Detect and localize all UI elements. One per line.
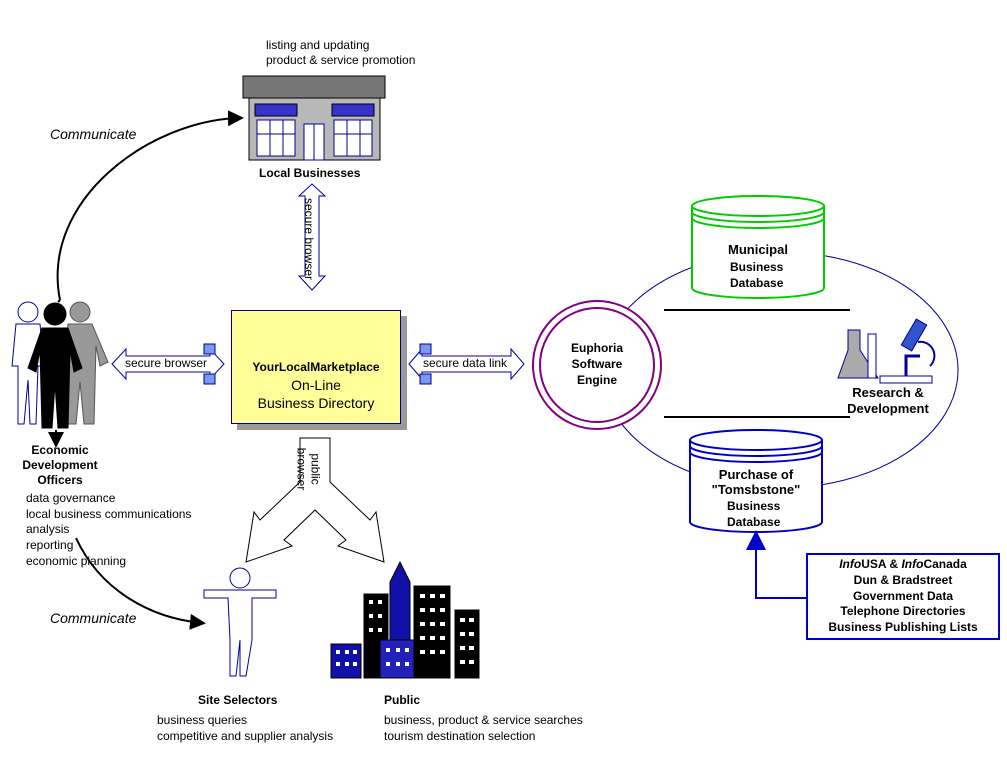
tombstone-database-icon	[689, 429, 823, 533]
officers-duty: reporting	[26, 538, 74, 552]
officers-duty: local business communications	[26, 507, 192, 521]
directory-line-3: Business Directory	[257, 395, 375, 411]
research-label-1: Research &	[852, 385, 924, 400]
secure-data-link-label: secure data link	[423, 356, 508, 370]
officers-title-1: Economic	[31, 443, 89, 457]
directory-name: YourLocalMarketplace	[252, 360, 380, 374]
local-businesses-label: Local Businesses	[259, 166, 361, 180]
public-item: business, product & service searches	[384, 713, 583, 727]
municipal-db-label-2: Business	[730, 260, 784, 274]
public-browser-label-1: public	[308, 453, 323, 485]
research-label-2: Development	[847, 401, 929, 416]
online-directory-box[interactable]: YourLocalMarketplace On-Line Business Di…	[231, 310, 401, 424]
engine-label-1: Euphoria	[570, 341, 623, 355]
sources-line: Dun & Bradstreet	[853, 573, 953, 587]
top-note-line-1: listing and updating	[266, 38, 370, 52]
communicate-bottom-label: Communicate	[50, 610, 137, 626]
site-selector-person-icon	[203, 567, 277, 677]
external-sources-box: InfoUSA & InfoCanada Dun & Bradstreet Go…	[806, 553, 1000, 640]
storefront-icon	[242, 75, 386, 161]
officers-title-2: Development	[22, 458, 98, 472]
engine-label-3: Engine	[576, 373, 617, 387]
tombstone-db-label-3: Business	[727, 499, 781, 513]
municipal-db-label-1: Municipal	[728, 242, 788, 257]
secure-browser-left-arrow	[111, 347, 225, 381]
tombstone-db-label-4: Database	[727, 515, 781, 529]
sources-line-1: InfoUSA & InfoCanada	[839, 557, 967, 571]
officers-duty: data governance	[26, 491, 116, 505]
communicate-top-label: Communicate	[50, 126, 137, 142]
directory-line-2: On-Line	[291, 377, 341, 393]
site-selectors-item: business queries	[157, 713, 248, 727]
sources-line: Government Data	[852, 589, 954, 603]
top-note-line-2: product & service promotion	[266, 53, 416, 67]
public-browser-split-arrow	[245, 437, 385, 563]
officers-duty: economic planning	[26, 554, 127, 568]
tombstone-db-label-1: Purchase of	[718, 467, 794, 482]
municipal-db-label-3: Database	[730, 276, 784, 290]
secure-browser-vertical-label: secure browser	[302, 197, 317, 281]
officers-people-icon	[11, 301, 109, 429]
sources-line: Telephone Directories	[840, 604, 966, 618]
site-selectors-item: competitive and supplier analysis	[157, 729, 334, 743]
sources-line: Business Publishing Lists	[828, 620, 978, 634]
public-item: tourism destination selection	[384, 729, 536, 743]
engine-label-2: Software	[571, 357, 623, 371]
site-selectors-title: Site Selectors	[198, 693, 278, 707]
officers-duty: analysis	[26, 522, 70, 536]
municipal-database-icon	[691, 195, 825, 299]
secure-browser-left-label: secure browser	[125, 356, 208, 370]
public-browser-label-2: browser	[294, 447, 309, 491]
tombstone-db-label-2: "Tomsbstone"	[711, 482, 801, 497]
city-buildings-icon	[330, 560, 480, 679]
research-lab-icon	[837, 318, 936, 384]
secure-browser-vertical-arrow	[297, 183, 327, 291]
public-title: Public	[384, 693, 421, 707]
officers-title-3: Officers	[37, 473, 83, 487]
